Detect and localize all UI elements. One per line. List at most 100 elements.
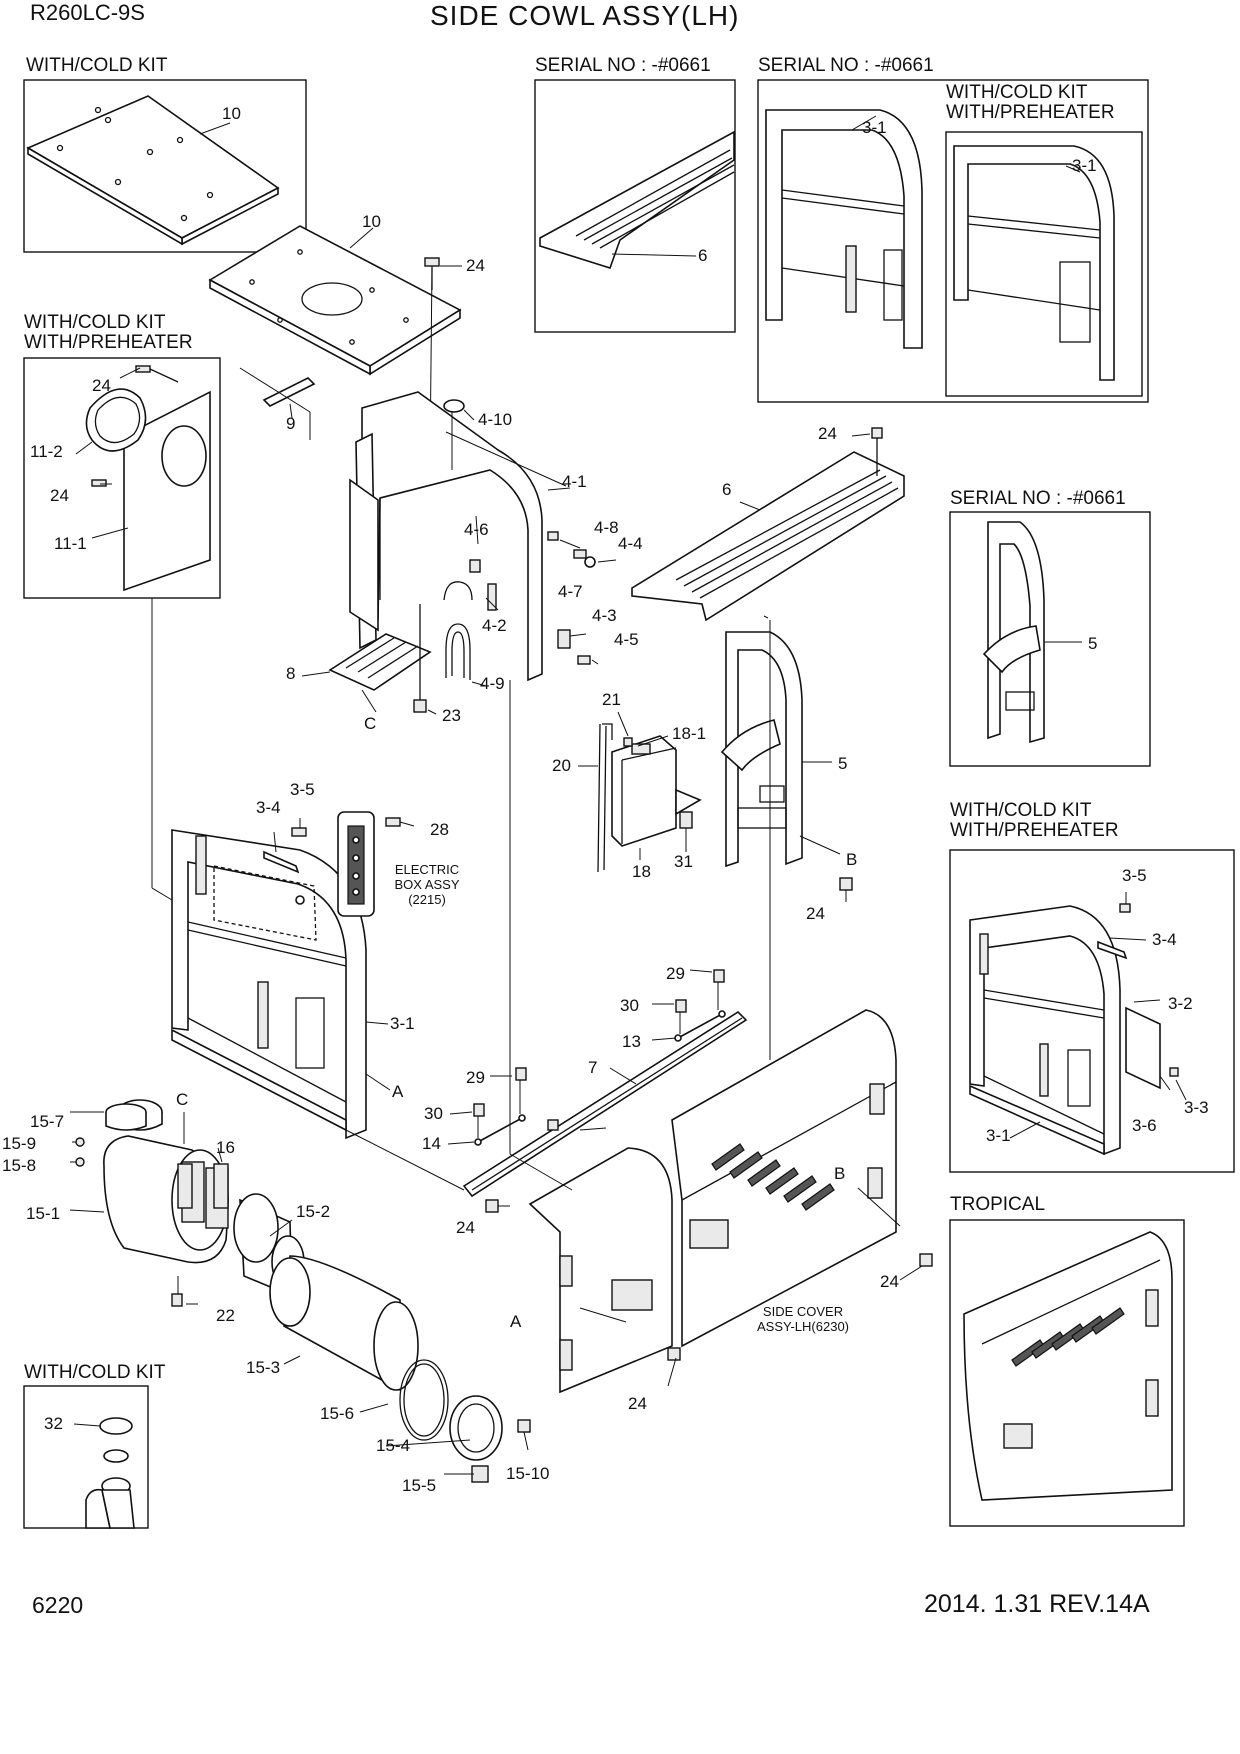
callout-3-5: 3-5 <box>1122 866 1147 885</box>
louver-pattern-main <box>711 1143 835 1211</box>
callout-4-7: 4-7 <box>558 582 583 601</box>
plate-10-inset <box>26 95 280 246</box>
callout-14: 14 <box>422 1134 441 1153</box>
callout-C: C <box>176 1090 189 1109</box>
callout-32: 32 <box>44 1414 63 1433</box>
callout-3-4: 3-4 <box>1152 930 1177 949</box>
callout-16: 16 <box>216 1138 235 1157</box>
part-11-inset <box>75 365 211 592</box>
part-6-main <box>631 427 905 622</box>
callout-20: 20 <box>552 756 571 775</box>
callout-15-2: 15-2 <box>296 1202 331 1221</box>
callout-11-1: 11-1 <box>54 534 87 553</box>
tropical-cover-inset <box>963 1231 1173 1501</box>
callout-5: 5 <box>838 754 848 773</box>
part-3-1-inset-b <box>953 145 1115 381</box>
inset-label-cold-kit-left: WITH/COLD KIT <box>24 312 166 333</box>
note-side-cover-1: SIDE COVER <box>762 1304 844 1319</box>
plate-10-main <box>208 225 462 376</box>
part-3-1-main <box>171 829 391 1140</box>
part-5-inset <box>982 521 1082 744</box>
callout-4-10: 4-10 <box>478 410 513 429</box>
callout-6: 6 <box>698 246 708 265</box>
callout-15-4: 15-4 <box>376 1436 411 1455</box>
note-side-cover-2: ASSY-LH(6230) <box>756 1319 849 1334</box>
callout-B: B <box>846 850 858 869</box>
inset-label-cold-kit-bottom: WITH/COLD KIT <box>24 1362 166 1383</box>
part-6-inset <box>539 130 735 269</box>
inset-label-serial-left: SERIAL NO : -#0661 <box>535 55 711 76</box>
assembly-lines <box>151 367 771 1191</box>
callout-7: 7 <box>588 1058 598 1077</box>
callout-3-1: 3-1 <box>862 118 887 137</box>
inset-label-preheater-2: WITH/PREHEATER <box>950 820 1119 841</box>
callout-13: 13 <box>622 1032 641 1051</box>
callout-28: 28 <box>430 820 449 839</box>
callout-15-1: 15-1 <box>26 1204 61 1223</box>
inset-frame-preheater-inner <box>945 131 1143 397</box>
callout-15-8: 15-8 <box>2 1156 37 1175</box>
part-4-9-ubolt <box>445 623 487 687</box>
model-number: R260LC-9S <box>30 0 145 25</box>
inset-label-cold-kit-top: WITH/COLD KIT <box>26 55 168 76</box>
note-electric-box-2: BOX ASSY <box>394 877 460 892</box>
inset-label-preheater-left: WITH/PREHEATER <box>24 332 193 353</box>
callout-8: 8 <box>286 664 296 683</box>
bolt-23 <box>413 604 437 715</box>
part-5-main <box>720 631 853 902</box>
inset-label-preheater-1: WITH/PREHEATER <box>946 102 1115 123</box>
note-electric-box-3: (2215) <box>408 892 446 907</box>
side-cover-assy <box>528 1009 933 1394</box>
callout-9: 9 <box>286 414 296 433</box>
callout-A: A <box>392 1082 404 1101</box>
callout-24: 24 <box>628 1394 647 1413</box>
callout-3-2: 3-2 <box>1168 994 1193 1013</box>
callout-11-2: 11-2 <box>30 442 63 461</box>
part-7-rail <box>462 1010 748 1213</box>
part-3-1-inset-a <box>765 109 923 349</box>
part-13-stay <box>651 969 726 1042</box>
callout-31: 31 <box>674 852 693 871</box>
callout-10: 10 <box>362 212 381 231</box>
callout-4-6: 4-6 <box>464 520 489 539</box>
part-8 <box>301 633 432 713</box>
callout-3-3: 3-3 <box>1184 1098 1209 1117</box>
callout-30: 30 <box>620 996 639 1015</box>
inset-label-serial-mid-right: SERIAL NO : -#0661 <box>950 488 1126 509</box>
callout-21: 21 <box>602 690 621 709</box>
callout-A: A <box>510 1312 522 1331</box>
part-9 <box>262 377 316 419</box>
electric-box <box>337 811 415 917</box>
callout-18: 18 <box>632 862 651 881</box>
callout-3-1: 3-1 <box>390 1014 415 1033</box>
page-number: 6220 <box>32 1592 84 1618</box>
callout-3-1: 3-1 <box>986 1126 1011 1145</box>
callout-10: 10 <box>222 104 241 123</box>
callout-24: 24 <box>818 424 837 443</box>
callout-15-6: 15-6 <box>320 1404 355 1423</box>
inset-label-cold-kit-2: WITH/COLD KIT <box>950 800 1092 821</box>
inset-frame-preheater-right <box>949 849 1235 1173</box>
inset-label-cold-kit-1: WITH/COLD KIT <box>946 82 1088 103</box>
callout-4-5: 4-5 <box>614 630 639 649</box>
callout-4-9: 4-9 <box>480 674 505 693</box>
callout-15-3: 15-3 <box>246 1358 281 1377</box>
inset-label-serial-right: SERIAL NO : -#0661 <box>758 55 934 76</box>
callout-24: 24 <box>456 1218 475 1237</box>
callout-3-5: 3-5 <box>290 780 315 799</box>
inset-frame-cold-kit-top <box>23 79 307 253</box>
callout-5: 5 <box>1088 634 1098 653</box>
callout-30: 30 <box>424 1104 443 1123</box>
part-14-stay <box>447 1067 527 1146</box>
part-16 <box>177 1163 229 1209</box>
callout-22: 22 <box>216 1306 235 1325</box>
callout-3-6: 3-6 <box>1132 1116 1157 1135</box>
callout-3-1: 3-1 <box>1072 156 1097 175</box>
callout-29: 29 <box>666 964 685 983</box>
callout-4-3: 4-3 <box>592 606 617 625</box>
air-cleaner-group <box>69 1099 531 1483</box>
page-title: SIDE COWL ASSY(LH) <box>430 0 740 31</box>
inset-frame-serial-right <box>757 79 1149 403</box>
